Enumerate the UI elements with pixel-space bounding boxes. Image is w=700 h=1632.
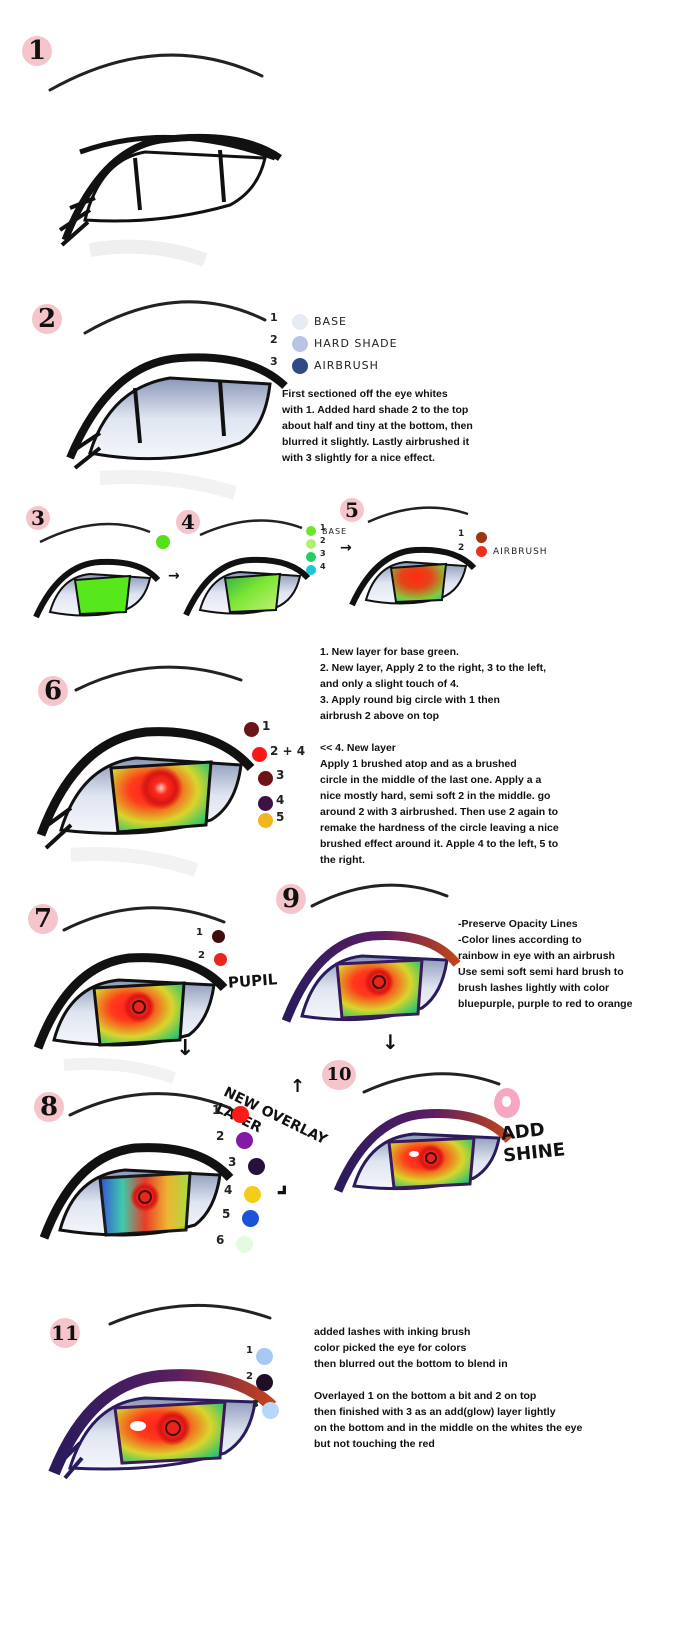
step5-legend-swatch-2: [476, 546, 487, 557]
step-number-3: 3: [26, 506, 50, 530]
step6-legend-swatch-3: [258, 771, 273, 786]
step4-legend-number-2: 2: [320, 536, 326, 545]
step8-legend-number-4: 4: [224, 1183, 233, 1197]
step4-legend-number-1: 1: [320, 523, 326, 532]
step2-legend-label-1: BASE: [314, 315, 348, 328]
step11-legend-number-1: 1: [246, 1345, 253, 1356]
step-number-5: 5: [340, 498, 364, 522]
eye-illustration-step-8: [39, 1092, 234, 1240]
step8-legend-swatch-3: [248, 1158, 265, 1175]
step6-legend-swatch-5: [258, 813, 273, 828]
step11-legend-number-3: 3: [252, 1399, 259, 1410]
step6-legend-swatch-2: [252, 747, 267, 762]
step8-legend-number-1: 1: [212, 1103, 221, 1117]
step4-legend-swatch-2: [306, 539, 316, 549]
step-11-instructions: added lashes with inking brush color pic…: [314, 1326, 583, 1450]
step8-legend-number-2: 2: [216, 1129, 225, 1143]
step6-legend-swatch-1: [244, 722, 259, 737]
step2-legend-swatch-3: [292, 358, 308, 374]
eye-illustration-step-5: [349, 506, 477, 607]
step8-legend-number-3: 3: [228, 1155, 237, 1169]
step4-legend-swatch-3: [306, 552, 316, 562]
step-number-1: 1: [22, 36, 52, 66]
step2-legend-label-2: HARD SHADE: [314, 337, 398, 350]
step7-legend-number-1: 1: [196, 927, 203, 938]
step7-legend-swatch-1: [212, 930, 225, 943]
eye-illustration-step-9: [281, 883, 461, 1023]
eye-illustration-step-6: [36, 665, 255, 877]
step6-legend-number-3: 3: [276, 768, 285, 782]
step2-legend-number-1: 1: [270, 311, 278, 324]
step6-legend-number-4: 4: [276, 793, 285, 807]
step-number-9: 9: [276, 884, 306, 914]
step-9-instructions: -Preserve Opacity Lines -Color lines acc…: [458, 918, 633, 1010]
step4-legend-label-1: BASE: [322, 527, 348, 536]
step5-legend-number-2: 2: [458, 543, 465, 553]
step-number-6: 6: [38, 676, 68, 706]
step-6-instructions: 1. New layer for base green. 2. New laye…: [320, 646, 559, 866]
step6-legend-number-1: 1: [262, 719, 271, 733]
step2-legend-swatch-2: [292, 336, 308, 352]
step5-legend-number-1: 1: [458, 529, 465, 539]
step7-legend-swatch-2: [214, 953, 227, 966]
step2-legend-swatch-1: [292, 314, 308, 330]
shine-swatch-highlight: [502, 1096, 511, 1107]
eye-illustration-step-4: [183, 519, 311, 617]
step11-legend-number-2: 2: [246, 1371, 253, 1382]
step8-legend-swatch-4: [244, 1186, 261, 1203]
eye-illustration-step-11: [48, 1303, 277, 1480]
step2-legend-number-3: 3: [270, 355, 278, 368]
step-3-green-swatch: [156, 535, 170, 549]
step6-legend-number-2: 2 + 4: [270, 744, 306, 758]
arrow-3-to-4: →: [168, 568, 180, 584]
step-number-2: 2: [32, 304, 62, 334]
step-number-7: 7: [28, 904, 58, 934]
arrow-down-9-to-10: ↓: [382, 1030, 399, 1054]
arrow-up-to-step-9: ↑: [290, 1076, 306, 1097]
step6-legend-swatch-4: [258, 796, 273, 811]
step-2-instructions: First sectioned off the eye whites with …: [282, 388, 473, 464]
eye-illustration-step-2: [66, 300, 288, 500]
step8-legend-swatch-6: [236, 1236, 253, 1253]
eye-illustration-step-3: [33, 522, 161, 619]
add-shine-label: ADD SHINE: [499, 1119, 567, 1167]
step11-legend-swatch-2: [256, 1374, 273, 1391]
step4-legend-number-4: 4: [320, 562, 326, 571]
step8-legend-number-6: 6: [216, 1233, 225, 1247]
step-number-4: 4: [176, 510, 200, 534]
arrow-down-7-to-8: ↓: [176, 1036, 195, 1061]
step8-legend-number-5: 5: [222, 1207, 231, 1221]
step4-legend-swatch-4: [306, 565, 316, 575]
step2-legend-label-3: AIRBRUSH: [314, 359, 379, 372]
step4-legend-number-3: 3: [320, 549, 326, 558]
step-number-8: 8: [34, 1092, 64, 1122]
step11-legend-swatch-1: [256, 1348, 273, 1365]
step8-legend-swatch-1: [232, 1106, 249, 1123]
step5-legend-label-2: AIRBRUSH: [493, 547, 548, 557]
eye-illustration-step-1: [48, 53, 283, 267]
step-number-10: 10: [322, 1060, 356, 1090]
step7-legend-number-2: 2: [198, 950, 205, 961]
step4-legend-swatch-1: [306, 526, 316, 536]
step6-legend-number-5: 5: [276, 810, 285, 824]
step2-legend-number-2: 2: [270, 333, 278, 346]
step-number-11: 11: [50, 1318, 80, 1348]
arrow-4-to-5: →: [340, 540, 352, 556]
step5-legend-swatch-1: [476, 532, 487, 543]
step8-legend-swatch-5: [242, 1210, 259, 1227]
eye-illustration-step-7: [33, 906, 228, 1084]
bracket-mark: ⌟: [276, 1168, 289, 1198]
step11-legend-swatch-3: [262, 1402, 279, 1419]
eye-illustration-step-10: [333, 1072, 513, 1193]
step8-legend-swatch-2: [236, 1132, 253, 1149]
pupil-label: PUPIL: [227, 970, 278, 992]
